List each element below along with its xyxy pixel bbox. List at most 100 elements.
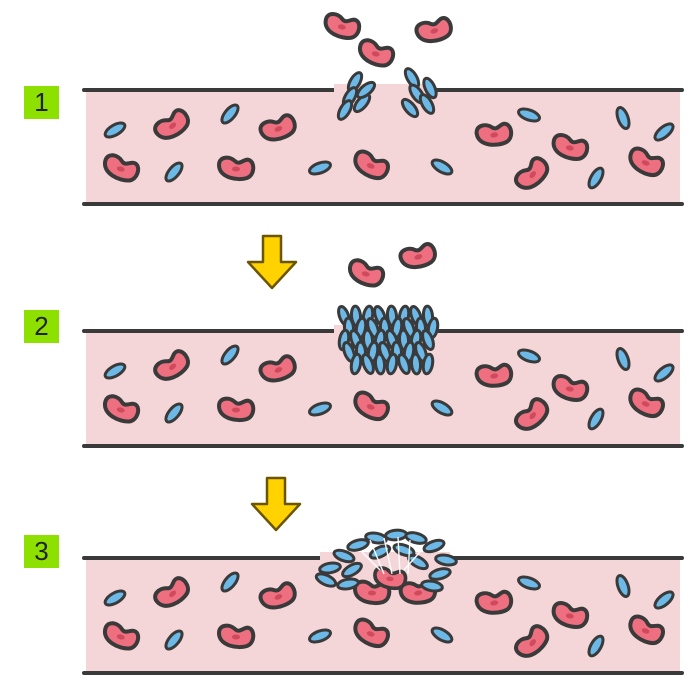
platelet-icon <box>384 528 408 542</box>
red-blood-cell-icon <box>474 589 514 615</box>
platelet-icon <box>428 567 452 581</box>
platelet-icon <box>103 589 127 607</box>
platelet-icon <box>103 121 127 139</box>
platelet-icon <box>653 363 675 383</box>
red-blood-cell-icon <box>103 621 141 651</box>
platelet-icon <box>220 344 240 366</box>
red-blood-cell-icon <box>353 149 390 181</box>
platelet-icon <box>103 362 127 380</box>
fibrin-mesh <box>361 536 421 575</box>
platelet-icon <box>373 352 387 376</box>
red-blood-cell-icon <box>514 156 550 190</box>
platelet-icon <box>653 590 675 610</box>
red-blood-cell-icon <box>514 397 550 431</box>
platelet-icon <box>409 352 423 376</box>
platelet-icon <box>397 353 411 375</box>
platelet-icon <box>336 577 360 591</box>
platelet-icon <box>368 544 392 560</box>
platelet-icon <box>164 161 184 183</box>
platelet-icon <box>434 553 458 567</box>
red-blood-cell-icon <box>474 121 514 147</box>
red-blood-cell-icon <box>551 374 590 402</box>
platelet-icon <box>355 80 377 100</box>
platelet-icon <box>422 76 438 100</box>
arrow-down-icon <box>250 476 302 532</box>
platelet-icon <box>422 538 446 554</box>
red-blood-cell-icon <box>258 113 297 142</box>
red-blood-cell-icon <box>398 242 437 270</box>
red-blood-cell-icon <box>258 581 297 610</box>
red-blood-cell-icon <box>628 387 665 419</box>
platelet-plug <box>337 304 440 376</box>
red-blood-cell-icon <box>358 38 396 68</box>
step-number: 3 <box>34 536 49 566</box>
red-blood-cell-icon <box>153 349 190 381</box>
platelet-icon <box>430 626 454 644</box>
red-blood-cell-icon <box>348 258 386 288</box>
platelet-icon <box>587 634 605 658</box>
arrow-down-icon <box>246 234 298 290</box>
platelet-icon <box>587 407 605 431</box>
platelet-icon <box>404 531 428 545</box>
red-blood-cell-icon <box>353 617 390 649</box>
platelet-icon <box>430 399 454 417</box>
red-blood-cell-icon <box>373 566 408 591</box>
platelet-icon <box>615 347 631 371</box>
platelet-icon <box>164 402 184 424</box>
platelet-icon <box>421 329 435 351</box>
platelet-icon <box>349 352 363 376</box>
red-blood-cell-icon <box>258 354 297 383</box>
platelet-icon <box>220 103 240 125</box>
platelet-icon <box>346 538 370 552</box>
red-blood-cell-icon <box>551 133 590 161</box>
platelet-icon <box>308 401 332 417</box>
platelet-icon <box>421 352 435 376</box>
red-blood-cell-icon <box>474 362 514 388</box>
platelet-icon <box>653 122 675 142</box>
platelet-icon <box>517 107 541 123</box>
platelet-icon <box>308 628 332 644</box>
red-blood-cell-icon <box>323 12 362 40</box>
platelet-icon <box>430 158 454 176</box>
platelet-icon <box>400 97 420 119</box>
platelet-icon <box>615 574 631 598</box>
red-blood-cell-icon <box>103 153 141 183</box>
step-badge-2: 2 <box>24 310 59 343</box>
red-blood-cell-icon <box>153 108 190 140</box>
platelet-icon <box>361 353 375 375</box>
panel-step-3 <box>82 528 684 675</box>
panel-step-2 <box>82 242 684 448</box>
red-blood-cell-icon <box>217 396 256 423</box>
red-blood-cell-icon <box>414 16 453 44</box>
step-number: 2 <box>34 311 49 341</box>
platelet-icon <box>587 166 605 190</box>
platelet-icon <box>164 629 184 651</box>
platelet-icon <box>517 348 541 364</box>
platelet-icon <box>418 93 436 115</box>
step-badge-3: 3 <box>24 535 59 568</box>
platelet-icon <box>517 575 541 591</box>
red-blood-cell-icon <box>103 394 141 424</box>
red-blood-cell-icon <box>353 390 390 422</box>
red-blood-cell-icon <box>153 576 190 608</box>
panel-step-1 <box>82 12 684 206</box>
platelet-icon <box>420 579 444 593</box>
red-blood-cell-icon <box>628 614 665 646</box>
step-badge-1: 1 <box>24 86 59 119</box>
platelet-icon <box>341 561 363 579</box>
red-blood-cell-icon <box>217 623 256 650</box>
platelet-icon <box>336 99 354 121</box>
platelet-icon <box>385 352 399 376</box>
step-number: 1 <box>34 87 49 117</box>
platelet-icon <box>318 561 342 575</box>
red-blood-cell-icon <box>217 155 256 182</box>
platelet-icon <box>308 160 332 176</box>
platelet-icon <box>332 548 356 564</box>
platelet-icon <box>314 572 338 588</box>
platelet-icon <box>615 106 631 130</box>
red-blood-cell-icon <box>514 624 550 658</box>
red-blood-cell-icon <box>551 601 590 629</box>
platelet-icon <box>220 571 240 593</box>
fibrin-clot <box>314 528 458 606</box>
